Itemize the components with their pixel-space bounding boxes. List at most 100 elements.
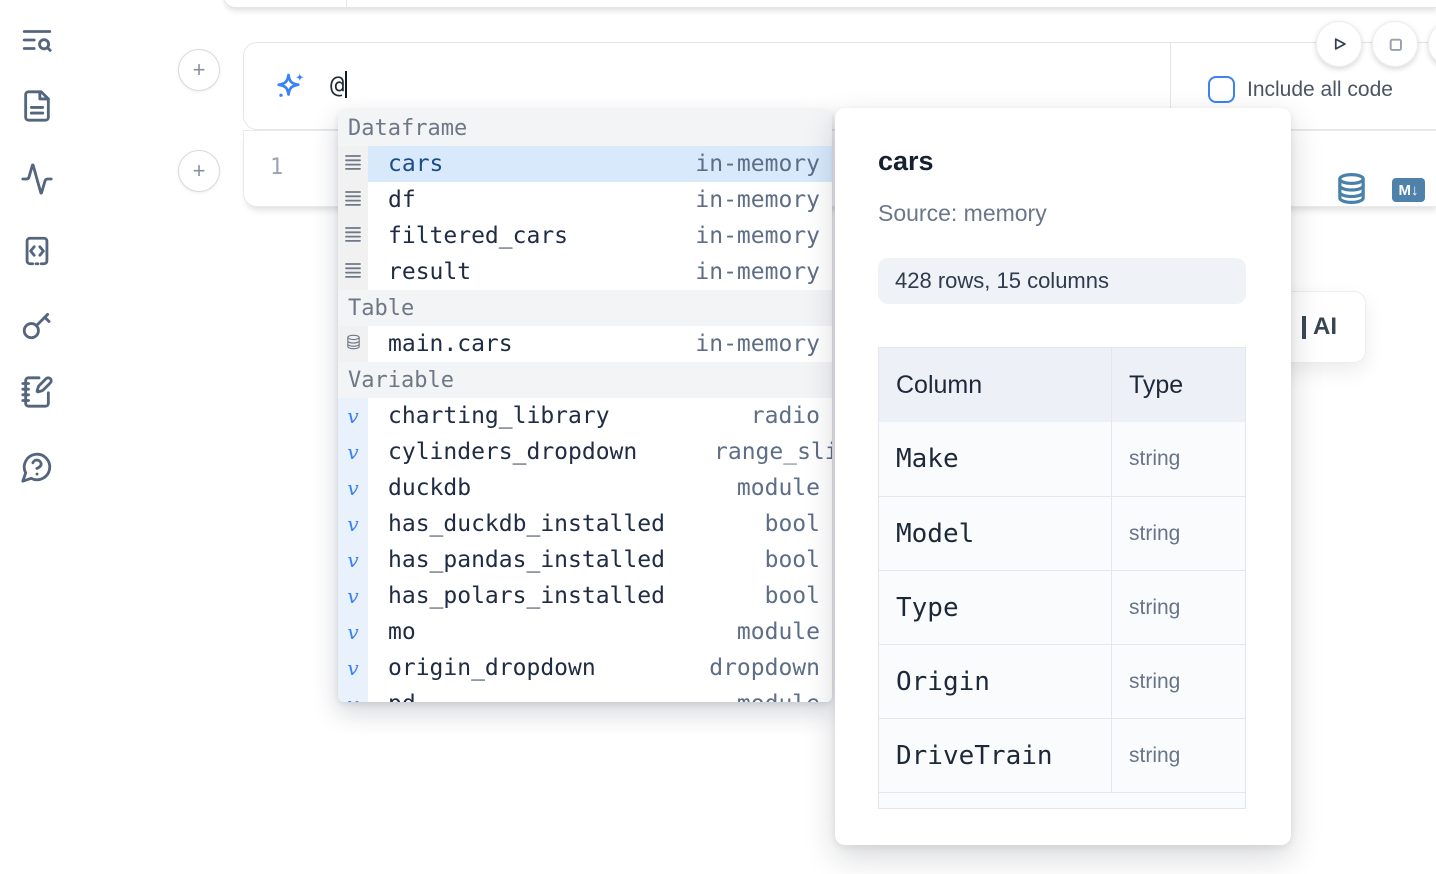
item-name: origin_dropdown: [388, 655, 596, 681]
autocomplete-item[interactable]: v has_pandas_installed bool: [338, 542, 832, 578]
stop-icon: [1389, 38, 1402, 51]
clipped-letter: [1302, 315, 1306, 339]
scratchpad-icon[interactable]: [20, 375, 54, 409]
item-type: in-memory: [695, 223, 820, 249]
variable-icon: v: [347, 620, 359, 644]
item-type: bool: [764, 511, 820, 537]
autocomplete-section: Variable v charting_library radio v cyli…: [338, 362, 832, 702]
item-type: in-memory: [695, 151, 820, 177]
add-cell-below-button[interactable]: +: [178, 150, 220, 192]
item-type: module: [736, 475, 820, 501]
dataframe-icon: [344, 153, 362, 175]
variable-icon: v: [347, 440, 359, 464]
ai-card-label: AI: [1313, 313, 1337, 340]
column-name-cell: DriveTrain: [879, 719, 1112, 792]
preview-title: cars: [878, 146, 934, 176]
item-name: has_polars_installed: [388, 583, 665, 609]
schema-row: Make string: [879, 422, 1245, 496]
item-name: mo: [388, 619, 416, 645]
autocomplete-item[interactable]: v has_duckdb_installed bool: [338, 506, 832, 542]
schema-row: DriveTrain string: [879, 718, 1245, 792]
dataframe-icon: [344, 261, 362, 283]
previous-cell: [222, 0, 1436, 8]
section-header: Variable: [338, 362, 832, 398]
column-type-cell: string: [1129, 521, 1181, 545]
autocomplete-item[interactable]: v pd module: [338, 686, 832, 702]
column-name-cell: Make: [879, 422, 1112, 496]
include-all-code-checkbox[interactable]: [1208, 76, 1235, 103]
type-header: Type: [1129, 370, 1184, 399]
autocomplete-item[interactable]: cars in-memory: [338, 146, 832, 182]
stop-button[interactable]: [1372, 21, 1418, 67]
table-db-icon: [345, 333, 362, 355]
item-type: dropdown: [709, 655, 820, 681]
include-all-code-label: Include all code: [1247, 78, 1393, 101]
schema-row: Origin string: [879, 644, 1245, 718]
item-name: cars: [388, 151, 444, 177]
column-name-cell: Type: [879, 571, 1112, 644]
item-name: has_duckdb_installed: [388, 511, 665, 537]
item-name: filtered_cars: [388, 223, 569, 249]
item-name: df: [388, 187, 416, 213]
prompt-divider: [1170, 43, 1171, 129]
variable-icon: v: [347, 656, 359, 680]
item-type: radio: [750, 403, 820, 429]
item-name: cylinders_dropdown: [388, 439, 638, 465]
autocomplete-item[interactable]: v origin_dropdown dropdown: [338, 650, 832, 686]
item-type: in-memory: [695, 259, 820, 285]
autocomplete-item[interactable]: df in-memory: [338, 182, 832, 218]
autocomplete-section: Dataframe cars in-memory df in-memory: [338, 110, 832, 290]
key-icon[interactable]: [20, 308, 54, 342]
line-number: 1: [270, 155, 284, 180]
file-icon[interactable]: [20, 89, 54, 123]
help-icon[interactable]: [20, 450, 54, 484]
item-type: bool: [764, 547, 820, 573]
autocomplete-item[interactable]: filtered_cars in-memory: [338, 218, 832, 254]
column-type-cell: string: [1129, 447, 1181, 470]
item-name: charting_library: [388, 403, 610, 429]
ai-prompt-input[interactable]: @: [330, 71, 348, 99]
autocomplete-item[interactable]: v has_polars_installed bool: [338, 578, 832, 614]
autocomplete-item[interactable]: v mo module: [338, 614, 832, 650]
schema-table: Column Type Make string Model string Typ…: [878, 347, 1246, 809]
column-type-cell: string: [1129, 595, 1181, 619]
variable-icon: v: [347, 584, 359, 608]
item-name: has_pandas_installed: [388, 547, 665, 573]
autocomplete-item[interactable]: v charting_library radio: [338, 398, 832, 434]
autocomplete-item[interactable]: main.cars in-memory: [338, 326, 832, 362]
item-name: result: [388, 259, 472, 285]
item-name: duckdb: [388, 475, 472, 501]
dataframe-preview-panel: cars Source: memory 428 rows, 15 columns…: [835, 108, 1291, 845]
run-cell-button[interactable]: [1316, 21, 1362, 67]
column-type-cell: string: [1129, 743, 1181, 767]
text-cursor: [345, 71, 348, 98]
schema-header-row: Column Type: [879, 348, 1245, 422]
section-header: Table: [338, 290, 832, 326]
column-name-cell: Origin: [879, 645, 1112, 718]
text-search-icon[interactable]: [20, 23, 54, 57]
autocomplete-item[interactable]: v duckdb module: [338, 470, 832, 506]
item-name: main.cars: [388, 331, 513, 357]
markdown-icon[interactable]: M↓: [1392, 178, 1425, 202]
dataframe-icon: [344, 189, 362, 211]
item-type: module: [737, 691, 820, 702]
autocomplete-item[interactable]: v cylinders_dropdown range_slider: [338, 434, 832, 470]
variable-icon: v: [347, 548, 359, 572]
code-block-icon[interactable]: [20, 234, 54, 268]
activity-icon[interactable]: [20, 162, 54, 196]
clipped-table-row: [879, 792, 1245, 808]
item-type: bool: [764, 583, 820, 609]
add-cell-above-button[interactable]: +: [178, 49, 220, 91]
cell-gutter-divider: [346, 0, 347, 7]
item-type: in-memory: [695, 187, 820, 213]
autocomplete-item[interactable]: result in-memory: [338, 254, 832, 290]
dataframe-icon: [344, 225, 362, 247]
item-type: module: [736, 619, 820, 645]
sidebar: [0, 0, 72, 874]
database-icon[interactable]: [1334, 170, 1369, 212]
item-name: pd: [388, 691, 416, 702]
variable-icon: v: [347, 404, 359, 428]
item-type: in-memory: [695, 331, 820, 357]
autocomplete-section: Table main.cars in-memory: [338, 290, 832, 362]
autocomplete-dropdown: Dataframe cars in-memory df in-memory: [338, 110, 832, 702]
